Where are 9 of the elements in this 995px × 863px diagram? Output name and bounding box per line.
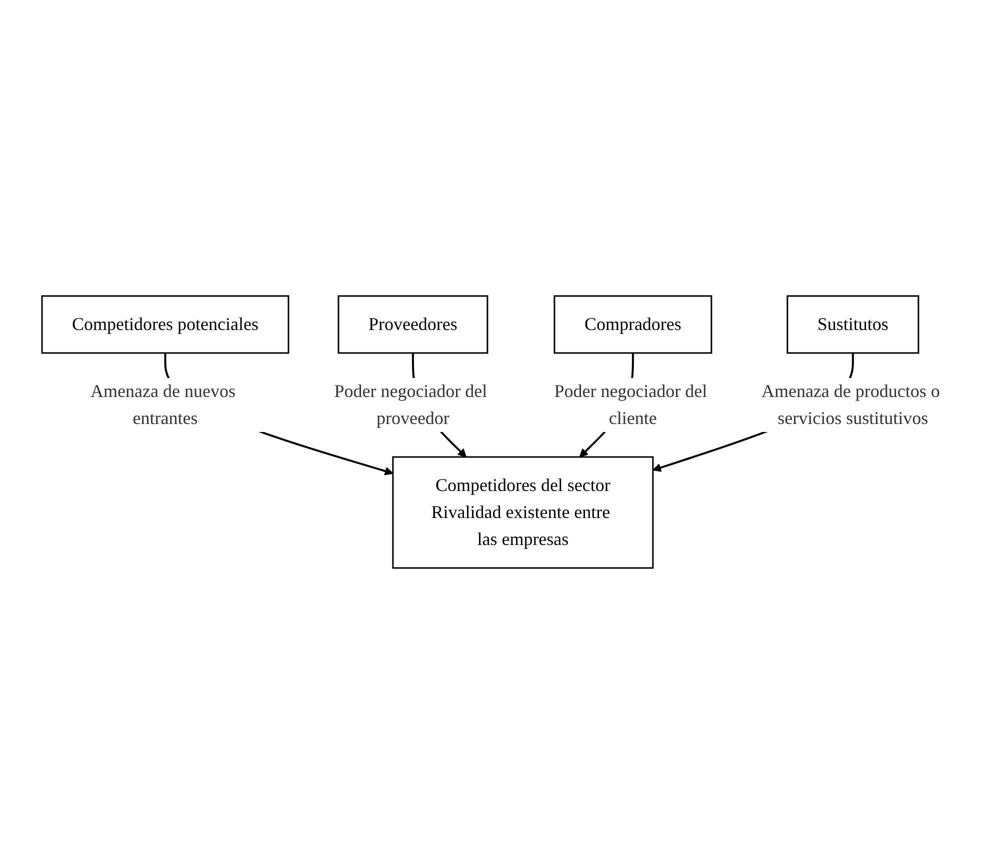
edge-label: Amenaza de productos o servicios sustitutivos [761, 380, 940, 428]
edge-label: Amenaza de nuevos entrantes [90, 380, 236, 428]
node-box: Compradores [554, 294, 712, 354]
edge-label: Poder negociador del cliente [554, 380, 708, 428]
edge-label: Poder negociador del proveedor [334, 380, 488, 428]
node-box: Competidores del sector Rivalidad existente entre las empresas [392, 456, 654, 568]
node-box: Proveedores [338, 294, 488, 354]
node-box: Competidores potenciales [41, 294, 290, 354]
node-box: Sustitutos [786, 294, 920, 354]
